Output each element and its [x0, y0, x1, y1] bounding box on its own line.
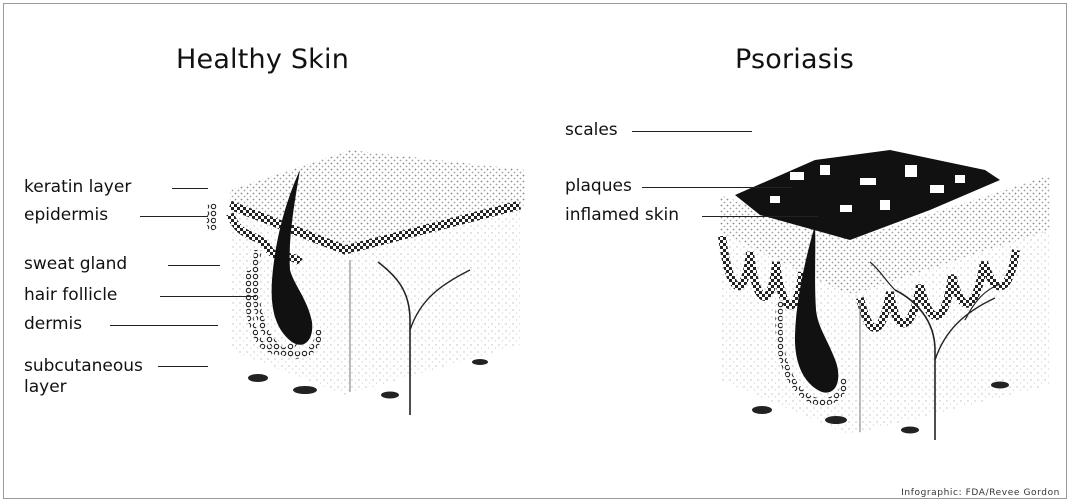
healthy-skin-title: Healthy Skin [176, 44, 349, 75]
label-sweat-gland: sweat gland [24, 255, 127, 274]
label-inflamed-skin: inflamed skin [565, 206, 679, 225]
leader-scales [632, 131, 752, 132]
label-scales: scales [565, 121, 618, 140]
label-plaques: plaques [565, 177, 632, 196]
leader-plaques [642, 187, 792, 188]
leader-subcutaneous-layer [158, 366, 208, 367]
psoriasis-title: Psoriasis [735, 44, 854, 75]
leader-hair-follicle [160, 296, 256, 297]
label-keratin-layer: keratin layer [24, 178, 131, 197]
leader-epidermis [140, 216, 208, 217]
leader-inflamed-skin [702, 216, 818, 217]
label-hair-follicle: hair follicle [24, 286, 117, 305]
label-subcutaneous-layer: subcutaneous layer [24, 356, 134, 398]
leader-dermis [110, 325, 218, 326]
leader-keratin-layer [172, 188, 208, 189]
psoriasis-skin-block [720, 150, 1050, 440]
image-credit: Infographic: FDA/Revee Gordon [901, 488, 1060, 498]
label-epidermis: epidermis [24, 206, 108, 225]
label-dermis: dermis [24, 315, 82, 334]
leader-sweat-gland [168, 265, 220, 266]
healthy-skin-block [211, 150, 525, 415]
